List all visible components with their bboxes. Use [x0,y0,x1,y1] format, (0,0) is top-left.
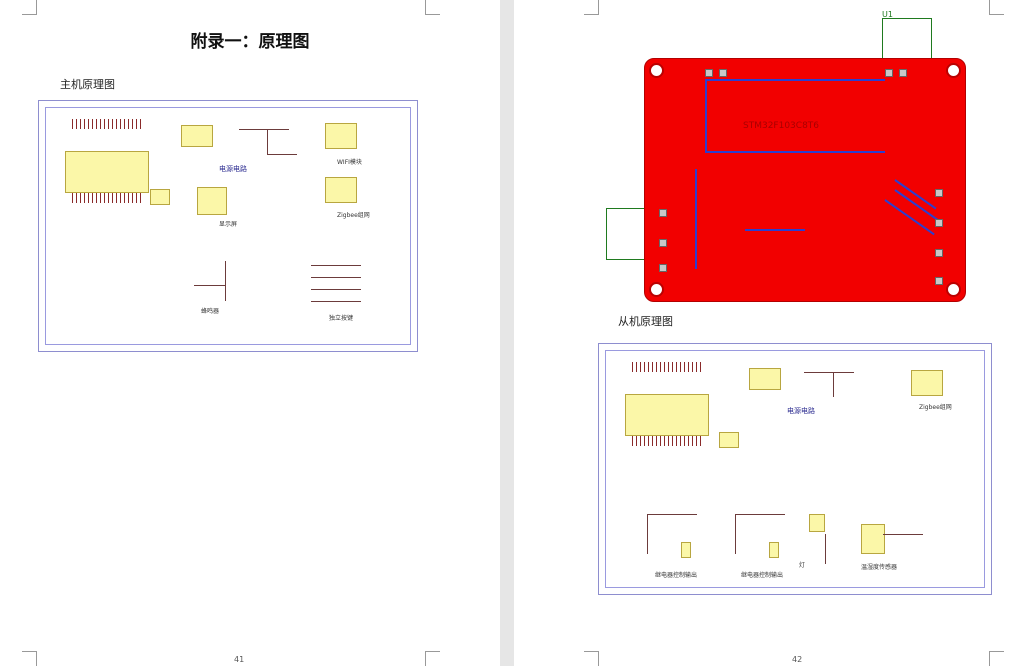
relay-wire [647,514,697,515]
pcb-pad [885,69,893,77]
crop-mark [989,0,1004,15]
crop-mark [22,0,37,15]
regulator-chip [749,368,781,390]
buzzer-wire [194,285,226,286]
schematic-frame [605,350,985,588]
crop-mark [425,0,440,15]
display-label: 显示屏 [219,221,238,228]
pcb-track [695,169,697,269]
key-wire [311,265,361,266]
relay-wire [647,514,648,554]
pcb-pad [659,264,667,272]
crop-mark [584,651,599,666]
pcb-pad [935,277,943,285]
buzzer-wire [225,261,226,301]
mcu-pins-bottom [632,436,702,446]
relay2-label: 继电器控制输出 [741,572,784,579]
schematic-frame [45,107,411,345]
u1-label: U1 [882,10,893,19]
crop-mark [989,651,1004,666]
key-wire [311,277,361,278]
relay-connector [769,542,779,558]
mounting-hole [649,282,664,297]
connector-chip [150,189,170,205]
display-chip [197,187,227,215]
zigbee-module-chip [911,370,943,396]
pcb-track [705,79,885,81]
buzzer-label: 蜂鸣器 [201,308,220,315]
mcu-pins-top [632,362,702,372]
power-wire [833,372,834,397]
pcb-layout: STM32F103C8T6 [644,58,966,302]
pcb-pad [719,69,727,77]
appendix-title: 附录一：原理图 [190,32,310,52]
sensor-wire [883,534,923,535]
power-wire [804,372,854,373]
wifi-module-label: WIFI模块 [337,159,362,166]
document-page-right: U1 STM32F103C8T6 从机原理图 [514,0,1024,666]
power-wire [267,129,268,154]
connector-chip [719,432,739,448]
mcu-pins-bottom [72,193,142,203]
host-schematic-heading: 主机原理图 [60,78,115,91]
host-schematic: 电源电路 WIFI模块 Zigbee组网 显示屏 蜂鸣器 独立按键 [38,100,418,352]
keys-label: 独立按键 [329,315,354,322]
pcb-pad [935,249,943,257]
pcb-pad [659,209,667,217]
pcb-track [705,81,707,151]
zigbee-module-chip [325,177,357,203]
power-circuit-label: 电源电路 [219,165,247,173]
light-label: 灯 [799,562,806,569]
mcu-chip [65,151,149,193]
mounting-hole [946,63,961,78]
pcb-track [884,199,935,236]
mcu-chip [625,394,709,436]
crop-mark [584,0,599,15]
pcb-pad [705,69,713,77]
page-number: 41 [234,655,245,664]
slave-schematic: 电源电路 Zigbee组网 继电器控制输出 继电器控制输出 灯 温湿度传感器 [598,343,992,595]
wifi-module-chip [325,123,357,149]
power-wire [239,129,289,130]
slave-schematic-heading: 从机原理图 [618,315,673,328]
key-wire [311,301,361,302]
power-wire [267,154,297,155]
regulator-chip [181,125,213,147]
pcb-pad [659,239,667,247]
page-number: 42 [792,655,803,664]
zigbee-module-label: Zigbee组网 [919,404,952,411]
light-chip [809,514,825,532]
pcb-part-label: STM32F103C8T6 [743,121,820,131]
relay-connector [681,542,691,558]
pcb-track [705,151,885,153]
document-page-left: 附录一：原理图 主机原理图 电源电路 WIFI模块 Zigbee组网 显示屏 蜂… [0,0,500,666]
key-wire [311,289,361,290]
zigbee-module-label: Zigbee组网 [337,212,370,219]
mounting-hole [649,63,664,78]
relay1-label: 继电器控制输出 [655,572,698,579]
relay-wire [735,514,736,554]
mounting-hole [946,282,961,297]
pcb-pad [935,219,943,227]
relay-wire [735,514,785,515]
pcb-pad [935,189,943,197]
power-circuit-label: 电源电路 [787,407,815,415]
crop-mark [425,651,440,666]
sensor-label: 温湿度传感器 [861,564,898,571]
crop-mark [22,651,37,666]
pcb-track [745,229,805,231]
mcu-pins-top [72,119,142,129]
sensor-chip [861,524,885,554]
light-wire [825,534,826,564]
pcb-pad [899,69,907,77]
